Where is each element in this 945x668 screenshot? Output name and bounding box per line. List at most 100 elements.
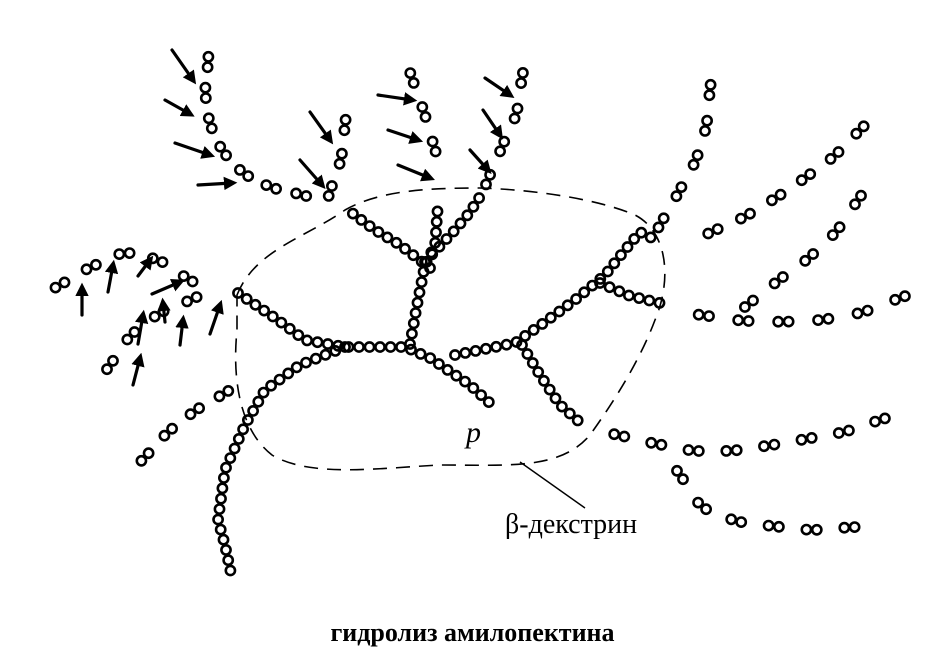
maltose-unit (300, 190, 313, 202)
maltose-unit (202, 112, 215, 125)
enzyme-attack-arrow (196, 176, 238, 191)
maltose-unit (772, 315, 785, 328)
beta-dextrin-boundary (234, 187, 666, 471)
maltose-unit (804, 168, 817, 180)
maltose-unit (645, 436, 658, 449)
maltose-unit (199, 92, 212, 104)
glucose-unit (500, 338, 513, 351)
glucose-unit (449, 349, 461, 361)
maltose-unit (703, 310, 715, 322)
glucose-unit (232, 287, 244, 299)
glucose-unit (561, 299, 574, 312)
glucose-unit (482, 396, 495, 408)
maltose-unit (213, 390, 226, 403)
glucose-unit (363, 220, 376, 232)
maltose-unit (670, 190, 683, 203)
glucose-unit (405, 343, 417, 356)
glucose-unit (430, 215, 443, 228)
glucose-unit (290, 361, 303, 374)
maltose-unit (822, 312, 835, 325)
maltose-unit (799, 254, 812, 267)
maltose-unit (766, 194, 778, 207)
maltose-unit (747, 294, 759, 307)
maltose-unit (692, 308, 705, 321)
glucose-unit (459, 375, 471, 388)
glucose-unit (431, 205, 444, 218)
glucose-unit (440, 233, 453, 245)
maltose-unit (732, 314, 745, 327)
maltose-unit (879, 412, 891, 425)
maltose-unit (426, 135, 439, 148)
maltose-unit (812, 314, 824, 326)
maltose-unit (199, 81, 212, 94)
enzyme-attack-arrow (136, 255, 154, 278)
maltose-unit (113, 248, 126, 260)
glucose-unit (653, 296, 666, 309)
glucose-unit (479, 342, 492, 355)
glucose-unit (553, 305, 566, 318)
maltose-unit (739, 301, 751, 313)
glucose-unit (544, 311, 557, 324)
glucose-unit (563, 407, 576, 420)
maltose-unit (843, 424, 855, 437)
glucose-unit (467, 200, 480, 213)
maltose-unit (682, 444, 695, 456)
glucose-unit (283, 322, 296, 335)
maltose-unit (419, 111, 432, 123)
glucose-unit (407, 317, 420, 330)
maltose-unit (177, 270, 190, 282)
glucose-unit (430, 226, 442, 239)
maltose-unit (517, 67, 529, 79)
maltose-unit (744, 207, 756, 220)
outer-chain-top-right (480, 67, 529, 191)
glucose-unit (556, 400, 568, 413)
glucose-unit (329, 344, 342, 357)
maltose-unit (805, 431, 818, 444)
maltose-unit (90, 258, 102, 271)
maltose-unit (730, 444, 743, 457)
glucose-unit (399, 242, 411, 255)
maltose-unit (101, 363, 113, 376)
glucose-unit (346, 207, 359, 220)
maltose-unit (795, 174, 808, 187)
glucose-unit (538, 374, 550, 387)
maltose-unit (768, 277, 781, 290)
core-vertical-branch (404, 205, 444, 350)
maltose-unit (832, 427, 845, 439)
glucose-unit (220, 461, 232, 474)
enzyme-attack-arrows (75, 48, 515, 387)
maltose-unit (184, 408, 197, 421)
maltose-unit (121, 333, 134, 346)
glucose-unit (594, 277, 606, 289)
glucose-unit (257, 386, 270, 399)
maltose-unit (700, 503, 712, 516)
glucose-unit (355, 213, 368, 226)
glucose-unit (216, 482, 229, 495)
maltose-unit (322, 189, 335, 202)
maltose-unit (158, 429, 171, 442)
glucose-unit (615, 249, 627, 261)
glucose-unit (319, 348, 332, 361)
maltose-unit (205, 122, 218, 135)
maltose-unit (404, 67, 417, 79)
glucose-unit (228, 442, 241, 455)
glucose-unit (419, 256, 431, 268)
glucose-unit (384, 341, 397, 353)
glucose-unit (363, 341, 376, 353)
maltose-unit (687, 158, 700, 171)
maltose-unit (824, 152, 837, 165)
maltose-unit (711, 223, 724, 235)
maltose-unit (671, 464, 683, 477)
maltose-unit (758, 440, 770, 453)
maltose-unit (201, 61, 214, 74)
maltose-unit (416, 101, 429, 113)
maltose-unit (692, 445, 705, 457)
outer-chain-top-left-2 (322, 113, 352, 202)
maltose-unit (655, 438, 668, 451)
glucose-unit (578, 286, 591, 299)
glucose-unit (217, 471, 230, 484)
maltose-unit (260, 179, 273, 191)
maltose-unit (123, 247, 136, 259)
outer-chain-bottom-right (671, 464, 861, 536)
